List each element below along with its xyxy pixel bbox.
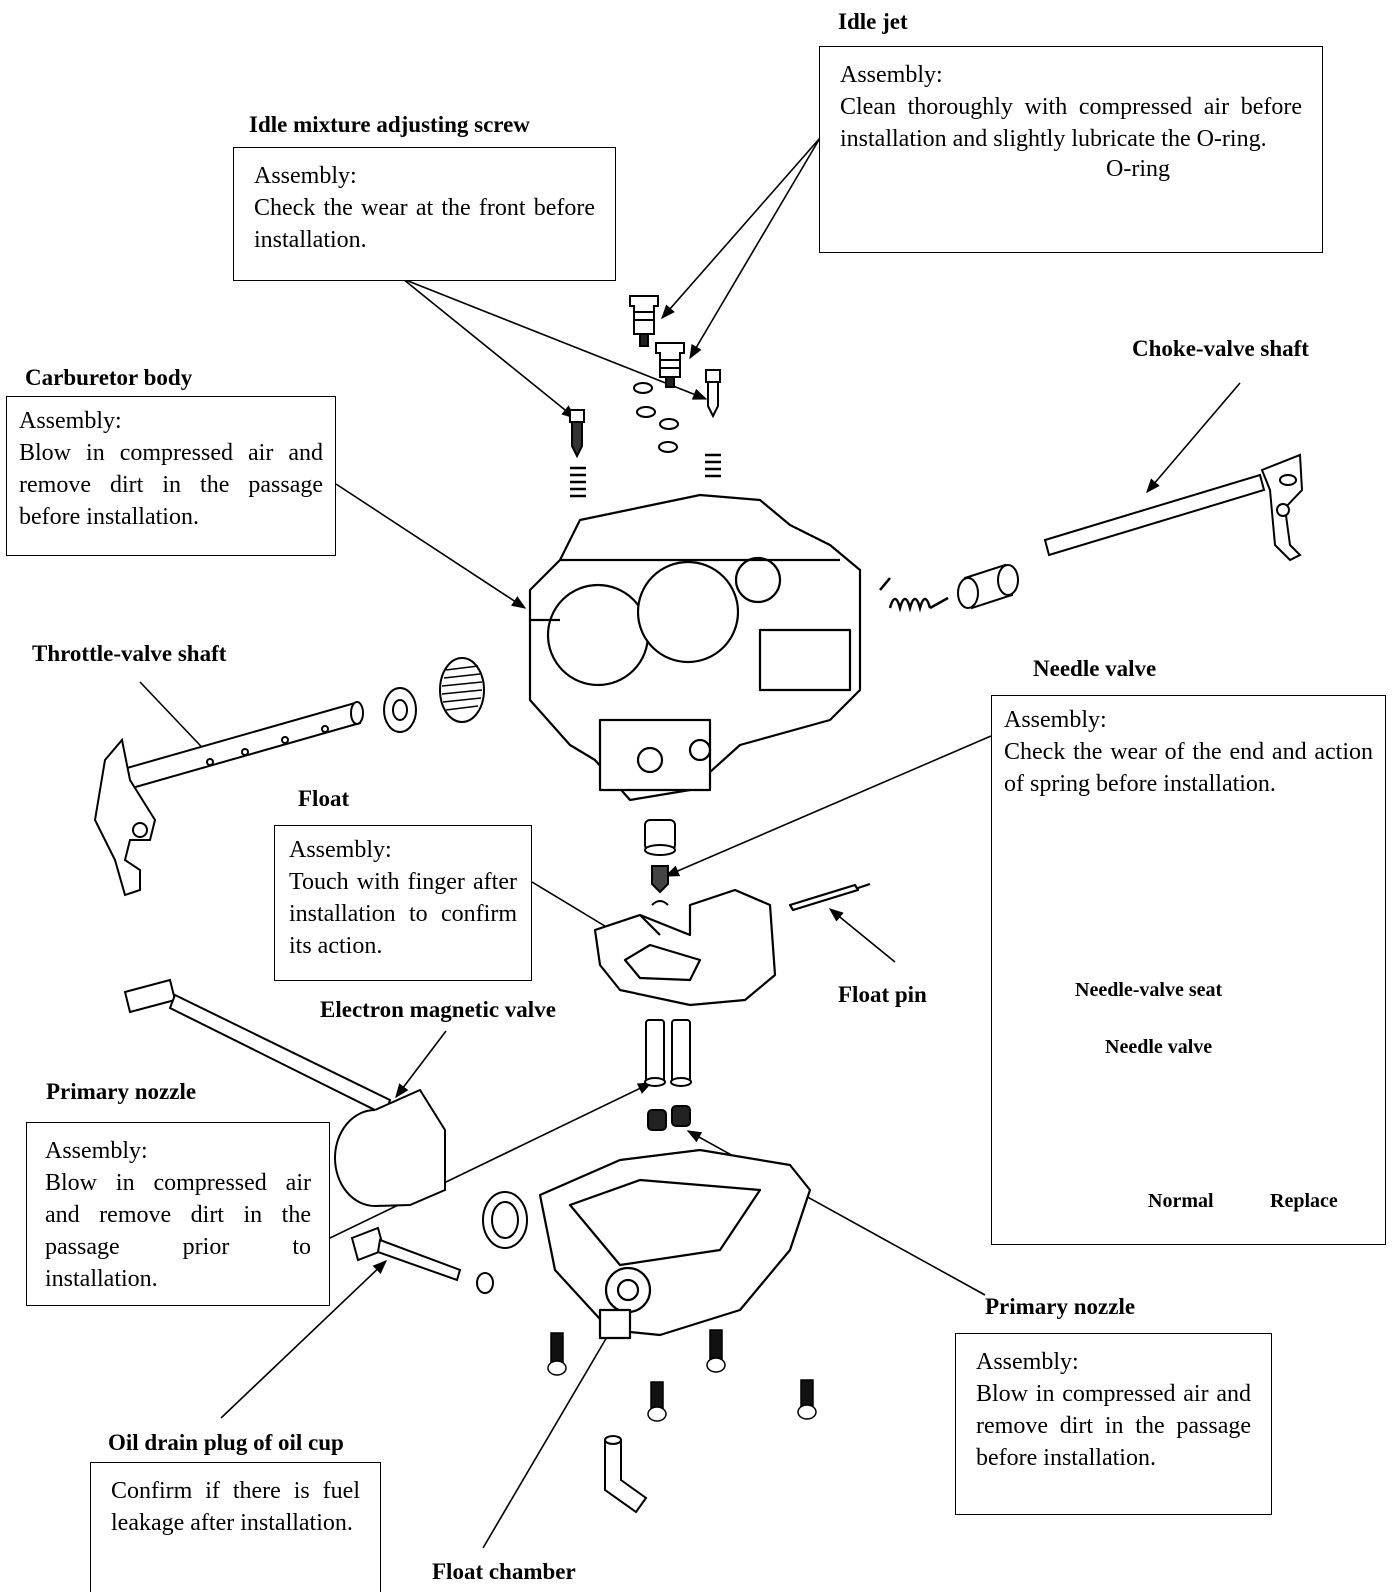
leader-electron-valve xyxy=(395,1030,447,1099)
label-float-chamber: Float chamber xyxy=(432,1559,576,1584)
note-body: Touch with finger after installation to … xyxy=(289,869,517,959)
note-primary-nozzle-left: Assembly: Blow in compressed air and rem… xyxy=(26,1122,330,1306)
leader-float-pin xyxy=(828,908,896,963)
note-idle-mixture-screw: Assembly: Check the wear at the front be… xyxy=(233,147,616,281)
note-body: Check the wear of the end and action of … xyxy=(1004,739,1373,797)
note-heading: Assembly: xyxy=(45,1138,148,1164)
leader-oil-drain-plug xyxy=(220,1260,388,1419)
label-needle-valve: Needle valve xyxy=(1033,656,1157,681)
note-body: Blow in compressed air and remove dirt i… xyxy=(976,1381,1251,1471)
label-primary-nozzle-left: Primary nozzle xyxy=(46,1079,197,1104)
leader-float-chamber xyxy=(482,1323,615,1549)
note-heading: Assembly: xyxy=(254,163,357,189)
label-primary-nozzle-right: Primary nozzle xyxy=(985,1294,1136,1319)
label-replace: Replace xyxy=(1270,1190,1338,1212)
leader-primary-nozzle-left xyxy=(329,1082,653,1239)
note-primary-nozzle-right: Assembly: Blow in compressed air and rem… xyxy=(955,1333,1272,1515)
note-heading: Assembly: xyxy=(19,408,122,434)
label-idle-mixture-screw: Idle mixture adjusting screw xyxy=(249,112,530,137)
note-heading: Assembly: xyxy=(976,1349,1079,1375)
note-float: Assembly: Touch with finger after instal… xyxy=(274,825,532,981)
note-body: Clean thoroughly with compressed air bef… xyxy=(840,94,1302,152)
label-needle-valve-detail: Needle valve xyxy=(1105,1036,1213,1058)
note-needle-valve: Assembly: Check the wear of the end and … xyxy=(991,695,1386,1245)
note-body: Check the wear at the front before insta… xyxy=(254,195,595,253)
note-heading: Assembly: xyxy=(289,837,392,863)
oil-drain-plug-art xyxy=(350,1191,528,1294)
label-oil-drain-plug: Oil drain plug of oil cup xyxy=(108,1430,344,1455)
label-electron-magnetic-valve: Electron magnetic valve xyxy=(320,997,556,1022)
label-oring: O-ring xyxy=(1106,156,1170,182)
leader-idle-jet-2 xyxy=(689,137,821,360)
needle-valve-parts xyxy=(644,819,676,906)
note-body: Blow in compressed air and remove dirt i… xyxy=(19,440,323,530)
throttle-shaft-art xyxy=(93,657,485,897)
solenoid-valve-art xyxy=(123,978,446,1207)
float-art xyxy=(593,882,871,1007)
label-float: Float xyxy=(298,786,350,811)
leader-idle-screw-2 xyxy=(402,278,708,400)
leader-idle-screw-1 xyxy=(402,278,577,419)
leader-carb-body xyxy=(335,483,527,609)
note-heading: Assembly: xyxy=(840,62,943,88)
washers xyxy=(633,382,679,453)
label-normal: Normal xyxy=(1148,1190,1214,1212)
carburetor-body-art xyxy=(528,493,862,802)
label-idle-jet: Idle jet xyxy=(838,9,908,34)
note-heading: Assembly: xyxy=(1004,707,1107,733)
float-chamber-art xyxy=(538,1148,812,1340)
idle-jet-parts xyxy=(629,295,685,388)
idle-mixture-screws xyxy=(569,369,721,498)
note-carburetor-body: Assembly: Blow in compressed air and rem… xyxy=(6,396,336,556)
leader-idle-jet-1 xyxy=(661,137,821,320)
primary-nozzle-parts xyxy=(644,1019,692,1131)
choke-shaft-art xyxy=(879,453,1304,613)
label-float-pin: Float pin xyxy=(838,982,927,1007)
note-body: Confirm if there is fuel leakage after i… xyxy=(111,1478,360,1536)
label-needle-valve-seat: Needle-valve seat xyxy=(1075,979,1223,1001)
chamber-screws xyxy=(547,1329,817,1422)
label-throttle-valve-shaft: Throttle-valve shaft xyxy=(32,641,227,666)
note-idle-jet: Assembly: Clean thoroughly with compress… xyxy=(819,46,1323,253)
label-carburetor-body: Carburetor body xyxy=(25,365,193,390)
label-choke-valve-shaft: Choke-valve shaft xyxy=(1132,336,1309,361)
note-oil-drain-plug: Confirm if there is fuel leakage after i… xyxy=(90,1462,381,1592)
leader-needle-valve xyxy=(664,735,992,877)
drain-elbow xyxy=(604,1435,648,1514)
note-body: Blow in compressed air and remove dirt i… xyxy=(45,1170,311,1292)
leader-choke-shaft xyxy=(1146,382,1241,494)
